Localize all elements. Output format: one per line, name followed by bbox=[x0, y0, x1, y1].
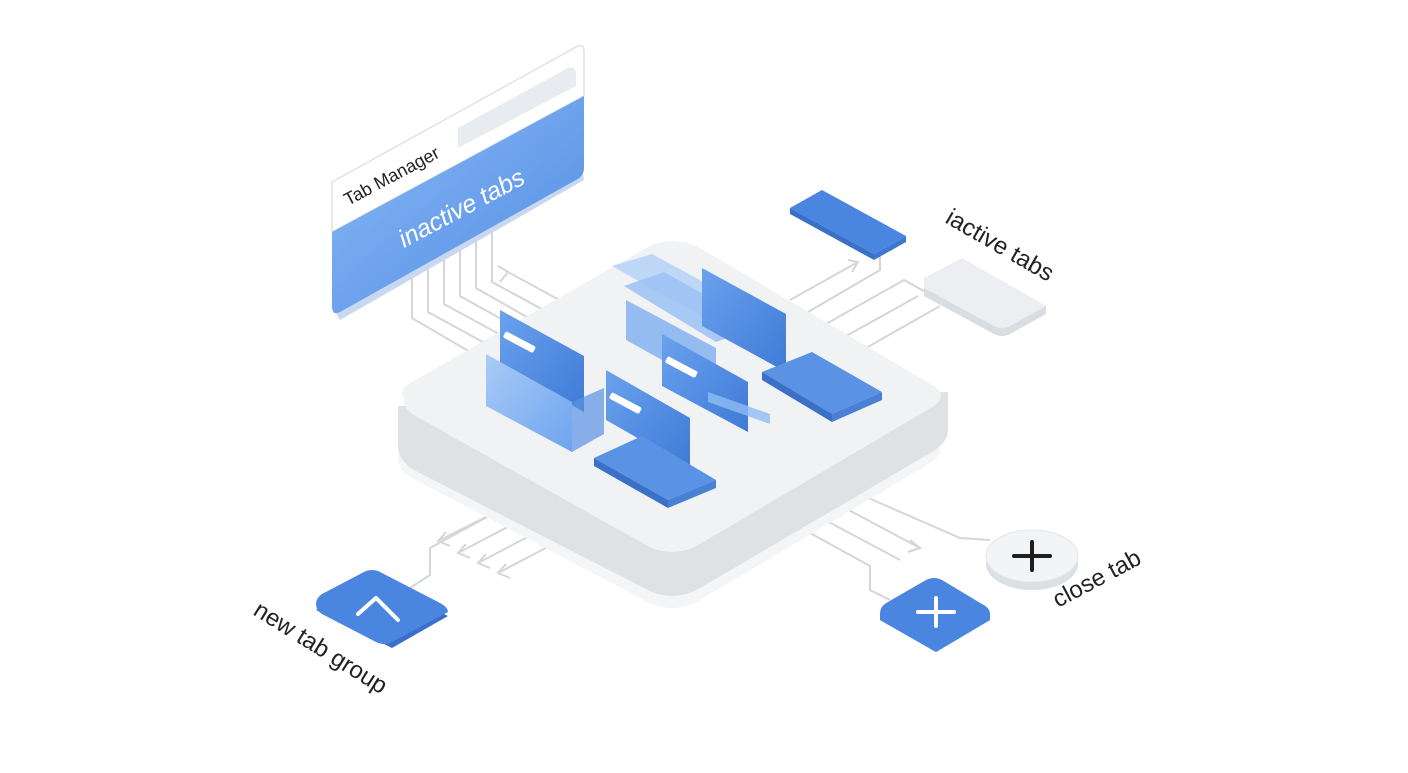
panel-search-bar[interactable] bbox=[458, 67, 576, 148]
inactive-tab-blue[interactable] bbox=[790, 190, 906, 260]
tab-card-right-back[interactable] bbox=[702, 268, 786, 372]
new-tab-group-button[interactable] bbox=[316, 570, 448, 648]
tab-indicator-bar bbox=[503, 331, 536, 353]
inactive-tab-grey[interactable] bbox=[924, 258, 1046, 336]
connector-lines bbox=[409, 223, 991, 601]
tab-manager-panel[interactable]: Tab Manager inactive tabs bbox=[331, 44, 585, 320]
tab-cards bbox=[486, 254, 882, 508]
add-tab-button-blue[interactable] bbox=[880, 578, 990, 652]
tab-card-left[interactable] bbox=[486, 310, 604, 452]
tab-card-center-front[interactable] bbox=[594, 370, 716, 508]
connector-arrowheads bbox=[436, 259, 923, 579]
tab-card-right-flat[interactable] bbox=[762, 352, 882, 422]
close-tab-button-light[interactable] bbox=[985, 529, 1079, 590]
close-x-icon bbox=[1012, 540, 1052, 572]
tab-indicator-bar bbox=[609, 392, 642, 414]
tab-card-center-right[interactable] bbox=[662, 334, 770, 432]
chevron-up-icon bbox=[356, 596, 400, 622]
plus-icon bbox=[916, 596, 956, 628]
tab-indicator-bar bbox=[665, 356, 698, 378]
